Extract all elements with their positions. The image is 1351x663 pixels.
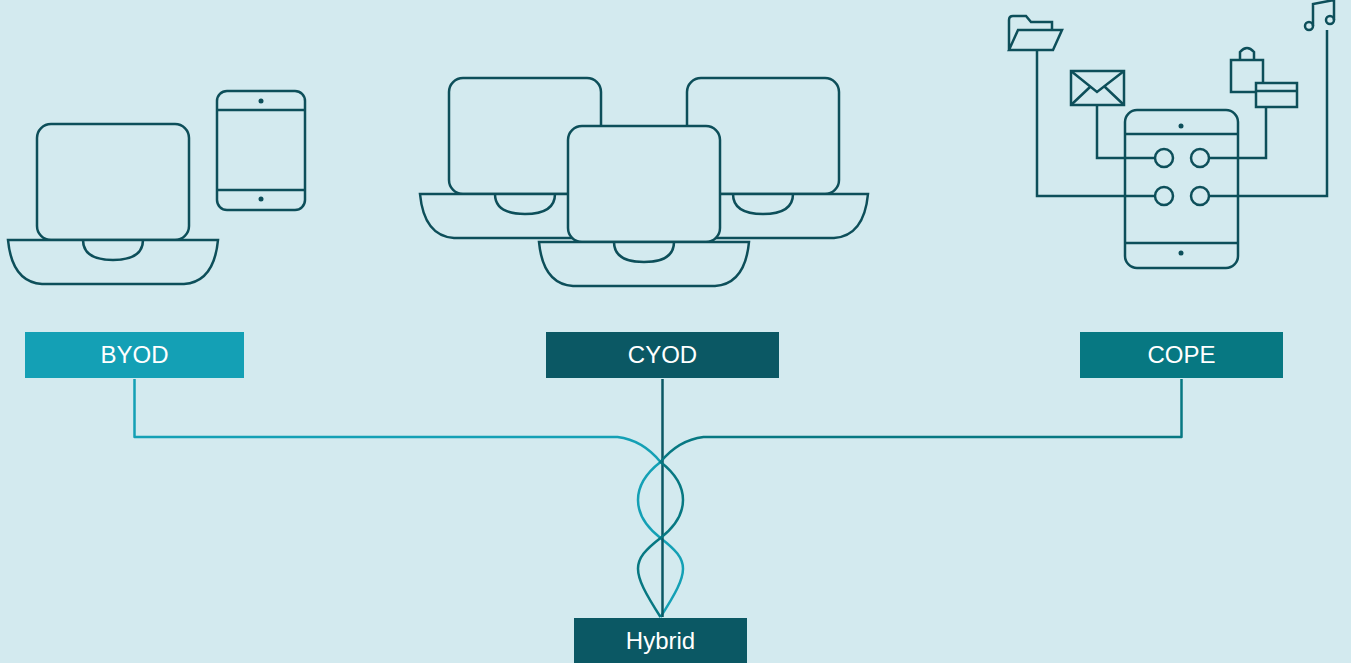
byod-devices: [8, 91, 305, 284]
box-label: BYOD: [100, 341, 168, 369]
hybrid-box: Hybrid: [574, 618, 747, 663]
cyod-laptops: [420, 78, 868, 286]
box-label: CYOD: [628, 341, 697, 369]
box-label: Hybrid: [626, 627, 695, 655]
cope-tablet: [1009, 0, 1334, 268]
box-label: COPE: [1147, 341, 1215, 369]
merge-connector: [638, 379, 1182, 617]
policy-box: COPE: [1080, 332, 1283, 378]
merge-connector: [135, 379, 684, 617]
merge-connector: [661, 379, 664, 617]
policy-box: BYOD: [25, 332, 244, 378]
policy-box: CYOD: [546, 332, 779, 378]
